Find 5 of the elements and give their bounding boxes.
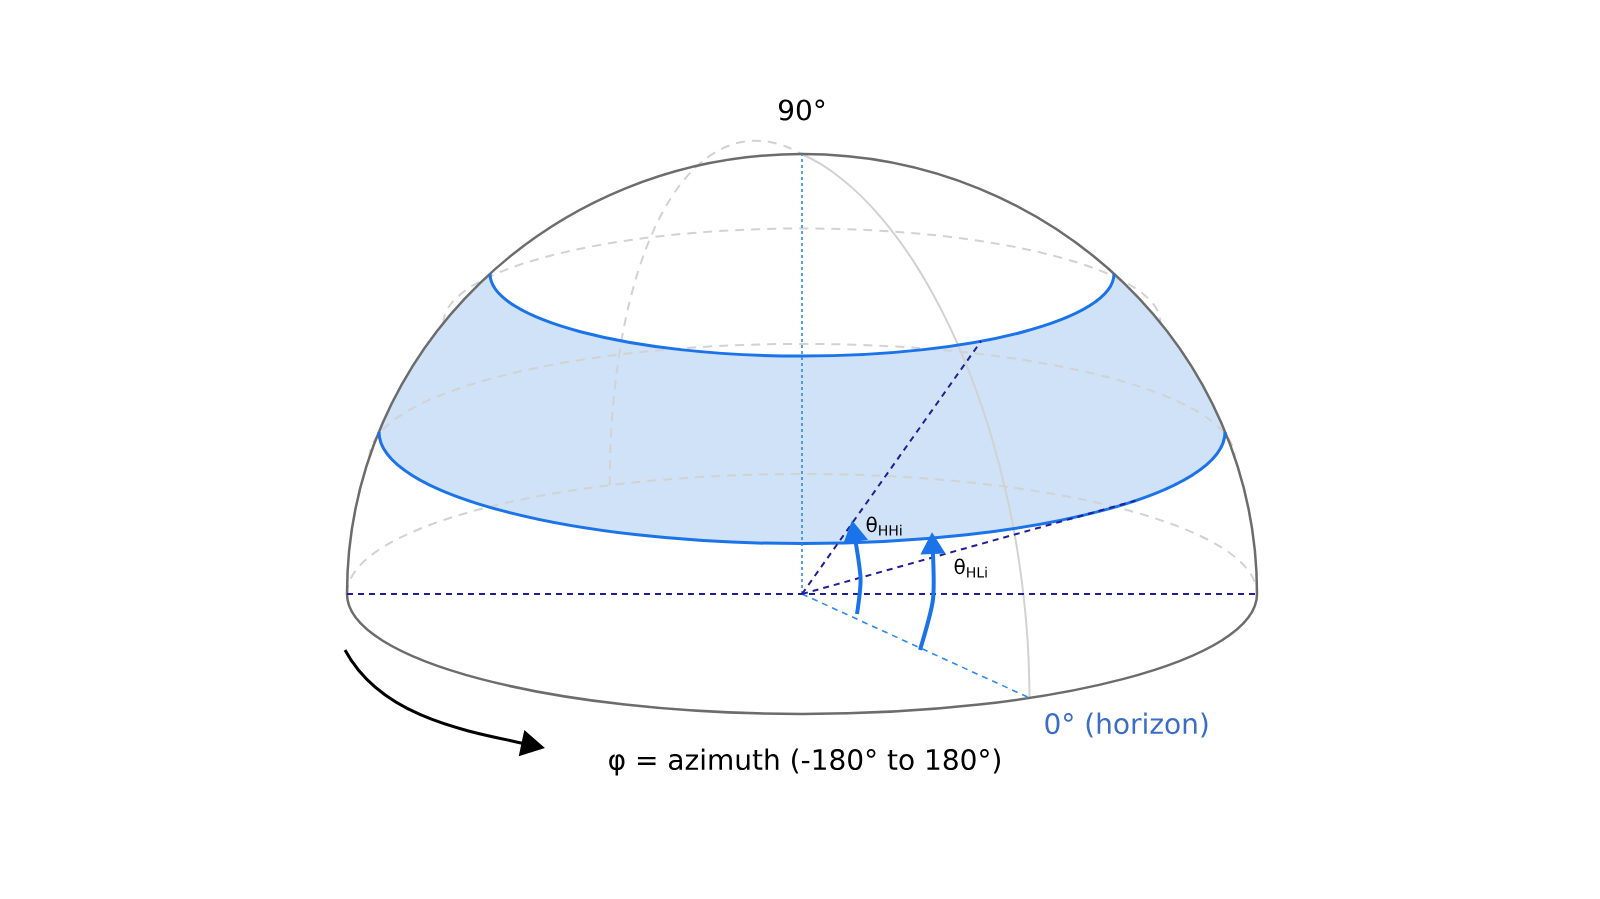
- angle-label: θ$_{HLi}$: [954, 558, 987, 578]
- angle-label: 0° (horizon): [1045, 712, 1208, 738]
- angle-label: 90°: [778, 99, 825, 121]
- angle-label: θ$_{HHi}$: [866, 516, 902, 536]
- axis-label: φ = azimuth (-180° to 180°): [609, 748, 1000, 776]
